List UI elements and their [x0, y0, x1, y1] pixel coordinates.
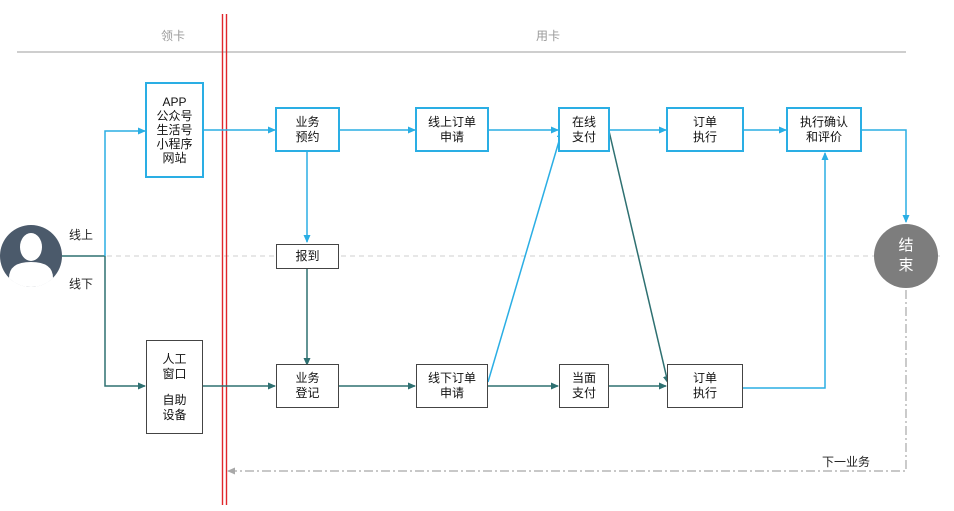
reserve-line-1: 业务 [295, 114, 320, 129]
online-order-exec-box[interactable]: 订单 执行 [666, 107, 744, 152]
offline-order-apply-line-1: 线下订单 [427, 371, 476, 385]
online-order-exec-line-2: 执行 [692, 129, 717, 144]
next-business-label: 下一业务 [822, 455, 871, 469]
register-line-1: 业务 [295, 371, 320, 385]
checkin-label: 报到 [295, 249, 320, 263]
end-line-1: 结 [898, 237, 914, 254]
end-line-2: 束 [898, 257, 914, 274]
connector-offline-apply-online-pay [487, 130, 564, 383]
channel-official-account: 公众号 [156, 109, 193, 123]
channel-life-account: 生活号 [156, 123, 193, 137]
register-line-2: 登记 [295, 386, 320, 400]
channel-manual: 人工 [162, 351, 187, 366]
online-channels-box[interactable]: APP 公众号 生活号 小程序 网站 [145, 82, 204, 178]
offline-order-apply-box[interactable]: 线下订单 申请 [416, 364, 488, 408]
user-avatar-icon [0, 225, 62, 287]
offline-order-exec-line-2: 执行 [692, 386, 717, 400]
online-order-exec-line-1: 订单 [692, 114, 717, 129]
face-pay-line-1: 当面 [571, 371, 596, 385]
phase-label-get-card: 领卡 [161, 29, 186, 43]
channel-website: 网站 [162, 151, 187, 165]
online-pay-box[interactable]: 在线 支付 [558, 107, 610, 152]
phase-label-use-card: 用卡 [536, 29, 561, 43]
online-order-apply-line-2: 申请 [439, 129, 464, 144]
online-order-apply-line-1: 线上订单 [427, 114, 476, 129]
online-pay-line-2: 支付 [571, 129, 596, 144]
confirm-line-2: 和评价 [805, 129, 842, 144]
channel-self-service: 自助 [162, 392, 187, 407]
offline-order-exec-box[interactable]: 订单 执行 [667, 364, 743, 408]
connector-online-pay-offline-exec [608, 130, 670, 384]
online-order-apply-box[interactable]: 线上订单 申请 [415, 107, 489, 152]
reserve-line-2: 预约 [295, 129, 320, 144]
channel-device: 设备 [162, 407, 187, 422]
register-box[interactable]: 业务 登记 [276, 364, 339, 408]
offline-order-apply-line-2: 申请 [439, 386, 464, 400]
connector-next-business [227, 290, 907, 475]
online-pay-line-1: 在线 [571, 114, 596, 129]
end-node[interactable]: 结 束 [874, 224, 938, 288]
checkin-box[interactable]: 报到 [276, 244, 339, 269]
confirm-line-1: 执行确认 [799, 114, 848, 129]
offline-order-exec-line-1: 订单 [692, 371, 717, 385]
face-pay-line-2: 支付 [571, 386, 596, 400]
connector-offline-branch [104, 256, 146, 390]
connector-offline-exec-confirm [743, 152, 829, 389]
confirm-evaluate-box[interactable]: 执行确认 和评价 [786, 107, 862, 152]
channel-mini-program: 小程序 [156, 137, 193, 151]
offline-label: 线下 [69, 277, 94, 291]
online-label: 线上 [69, 228, 94, 242]
reserve-box[interactable]: 业务 预约 [275, 107, 340, 152]
connector-confirm-end [861, 129, 910, 223]
channel-app: APP [162, 95, 187, 109]
connector-online-branch [104, 127, 146, 256]
offline-channels-box[interactable]: 人工 窗口 自助 设备 [146, 340, 203, 434]
face-pay-box[interactable]: 当面 支付 [559, 364, 609, 408]
channel-window: 窗口 [162, 366, 187, 381]
